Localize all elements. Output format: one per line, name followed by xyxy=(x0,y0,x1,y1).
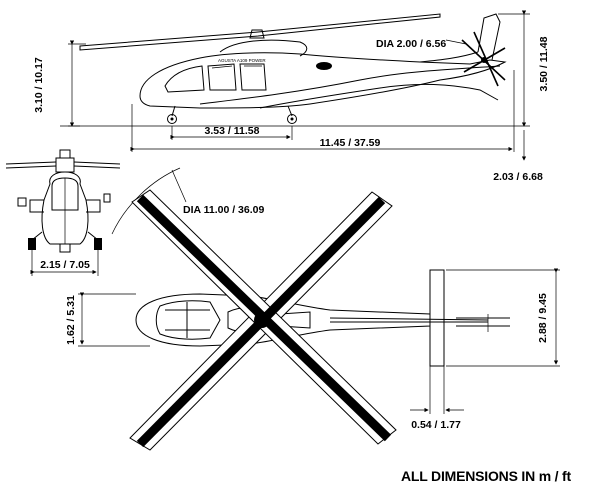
landing-gear-front xyxy=(28,231,102,253)
rotor-disc-arc xyxy=(111,167,181,235)
side-dimensions: 3.10 / 10.17 3.50 / 11.48 DIA 2.00 / 6.5… xyxy=(33,10,550,183)
main-rotor-top xyxy=(129,189,397,451)
dim-track-width: 2.15 / 7.05 xyxy=(40,259,90,271)
front-view: 2.15 / 7.05 xyxy=(5,149,121,276)
dim-tail-rotor-dia: DIA 2.00 / 6.56 xyxy=(376,38,446,50)
fuselage-side xyxy=(139,52,507,109)
dim-wheelbase: 3.53 / 11.58 xyxy=(205,125,260,137)
tail-rotor-side xyxy=(461,31,506,87)
dim-tail-height: 3.50 / 11.48 xyxy=(538,36,550,91)
main-rotor-blade-side xyxy=(79,13,441,51)
dim-overall-length: 11.45 / 37.59 xyxy=(320,137,381,149)
side-view: AGUSTA A109 POWER xyxy=(60,13,530,127)
dim-stabilizer-span: 2.88 / 9.45 xyxy=(537,293,549,343)
main-rotor-front xyxy=(5,161,57,169)
engine-cowling xyxy=(219,39,308,57)
dim-fuselage-width: 1.62 / 5.31 xyxy=(65,295,77,345)
dim-overall-height: 3.10 / 10.17 xyxy=(33,57,45,113)
vertical-fin xyxy=(477,13,501,61)
cockpit-window xyxy=(164,65,205,93)
units-note: ALL DIMENSIONS IN m / ft xyxy=(401,468,571,484)
dim-main-rotor-dia: DIA 11.00 / 36.09 xyxy=(183,204,264,216)
landing-gear-side xyxy=(167,105,297,124)
dim-stabilizer-chord: 0.54 / 1.77 xyxy=(411,419,461,431)
dim-tail-offset: 2.03 / 6.68 xyxy=(493,171,543,183)
top-view: DIA 11.00 / 36.09 1.62 / 5.31 2.88 / 9.4… xyxy=(65,167,560,451)
fuselage-marking: AGUSTA A109 POWER xyxy=(218,58,266,63)
